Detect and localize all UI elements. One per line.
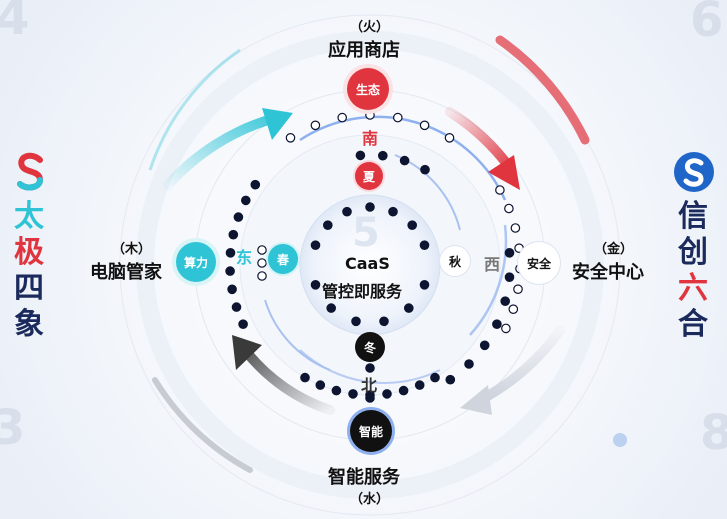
direction-east: 东 [236, 248, 253, 267]
node-computing: 算力 [176, 242, 216, 282]
dot-filled [379, 316, 389, 327]
dot-filled [419, 240, 430, 250]
dot-open [508, 304, 519, 314]
node-ecology: 生态 [347, 68, 389, 110]
dot-filled [225, 248, 236, 258]
right-title-char-1: 信 [678, 199, 708, 234]
dot-filled [348, 389, 358, 399]
right-element-label: （金） [594, 242, 634, 257]
dot-filled [382, 389, 392, 399]
corner-digit-bottom-right: 8 [700, 405, 727, 461]
center-title: CaaS [345, 254, 390, 273]
dot-filled [355, 150, 366, 161]
dot-open [257, 258, 267, 268]
dot-filled [238, 319, 248, 329]
dot-filled [464, 359, 474, 369]
dot-filled [315, 380, 326, 390]
dot-filled [331, 385, 342, 396]
corner-digit-bottom-left: 3 [0, 400, 26, 456]
dot-open [310, 120, 321, 131]
dot-filled [414, 380, 425, 390]
center-digit: 5 [352, 210, 380, 256]
dot-filled [407, 220, 417, 230]
direction-south: 南 [362, 129, 379, 148]
dot-open [285, 133, 296, 143]
dot-filled [250, 179, 261, 190]
dot-open [257, 271, 267, 281]
dot-filled [326, 303, 336, 313]
dot-filled [365, 202, 375, 212]
dot-open [392, 112, 403, 123]
right-title-char-3: 六 [678, 271, 708, 306]
season-spring: 春 [268, 244, 298, 274]
dot-filled [225, 266, 235, 276]
dot-filled [310, 240, 321, 250]
dot-filled [233, 212, 244, 222]
corner-digit-top-right: 6 [690, 0, 724, 48]
node-security: 安全 [518, 242, 560, 284]
dot-filled [479, 340, 490, 351]
dot-open [337, 112, 347, 123]
dot-filled [500, 296, 510, 306]
dot-filled [365, 393, 375, 403]
dot-open [513, 284, 523, 294]
season-autumn: 秋 [440, 246, 470, 276]
dot-filled [388, 206, 398, 217]
left-element-label: （木） [112, 242, 152, 257]
dot-open [419, 120, 430, 131]
dot-filled [342, 206, 352, 217]
dot-filled [228, 229, 239, 240]
top-name-label: 应用商店 [328, 40, 400, 61]
left-title-char-2: 极 [14, 235, 44, 270]
season-summer: 夏 [355, 162, 383, 190]
left-title-char-4: 象 [14, 307, 44, 342]
dot-filled [430, 372, 440, 383]
right-title-char-2: 创 [678, 235, 708, 270]
dot-open [495, 185, 505, 195]
right-logo-icon [674, 152, 714, 192]
direction-west: 西 [484, 255, 501, 274]
dot-filled [227, 284, 237, 295]
dot-filled [241, 195, 251, 206]
dot-filled [403, 303, 414, 313]
dot-open [444, 133, 455, 143]
dot-filled [310, 279, 321, 290]
dot-open [501, 323, 511, 334]
right-title-char-4: 合 [678, 307, 708, 342]
direction-north: 北 [361, 376, 378, 395]
dot-filled [399, 155, 410, 166]
dot-filled [351, 316, 361, 327]
center-subtitle: 管控即服务 [322, 282, 403, 301]
bottom-name-label: 智能服务 [328, 467, 400, 488]
dot-open [257, 245, 267, 255]
top-element-label: （火） [350, 20, 390, 35]
bottom-element-label: （水） [350, 492, 390, 507]
dot-filled [504, 248, 515, 258]
dot-filled [419, 279, 430, 290]
left-logo-icon [14, 152, 48, 192]
dot-open [510, 223, 521, 233]
dot-filled [504, 272, 515, 282]
dot-open [504, 203, 514, 214]
dot-filled [398, 385, 409, 396]
corner-digit-top-left: 4 [0, 0, 30, 46]
dot-filled [377, 150, 388, 161]
node-intelligence: 智能 [350, 410, 392, 452]
season-winter: 冬 [355, 332, 385, 362]
left-name-label: 电脑管家 [90, 262, 162, 283]
dot-filled [445, 374, 456, 385]
dot-open [365, 110, 375, 120]
dot-filled [420, 164, 430, 175]
right-name-label: 安全中心 [572, 262, 644, 283]
left-title-char-3: 四 [14, 271, 44, 306]
left-title-char-1: 太 [14, 199, 44, 234]
dot-filled [300, 372, 310, 383]
dot-filled [365, 363, 375, 373]
dot-filled [231, 302, 242, 312]
dot-filled [492, 319, 502, 329]
dot-filled [322, 220, 333, 230]
